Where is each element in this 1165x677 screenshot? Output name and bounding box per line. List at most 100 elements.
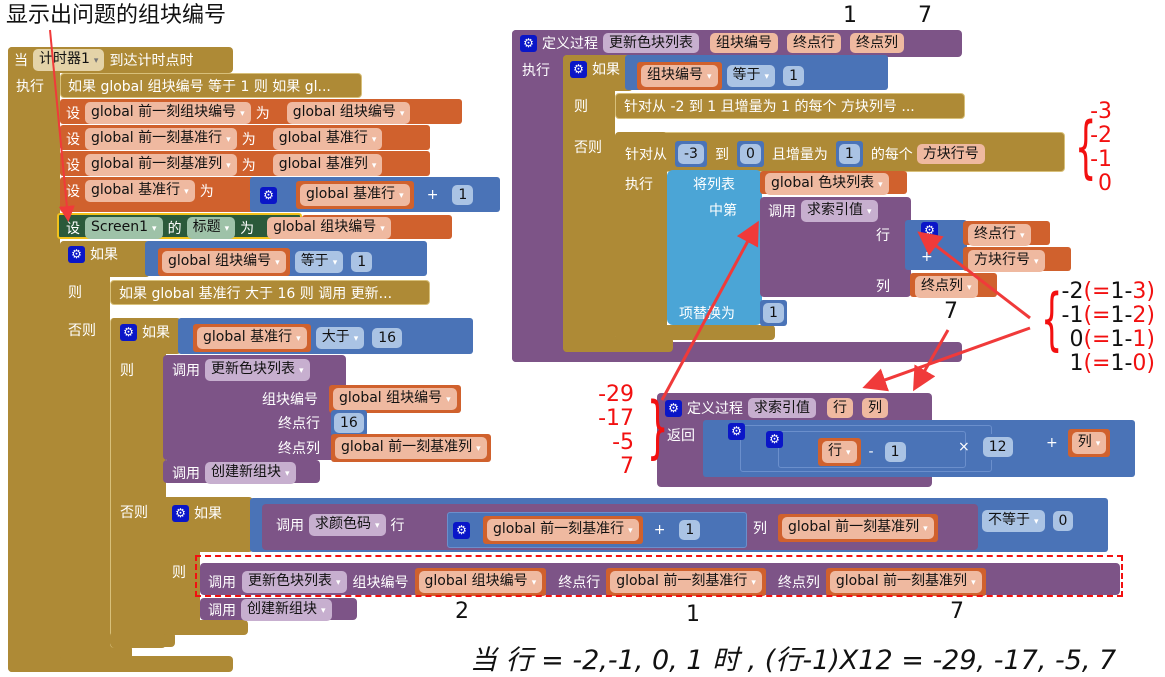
getter-block[interactable]: global 组块编号▾ xyxy=(418,571,543,593)
call-label: 调用 xyxy=(208,575,236,591)
to-label: 为 xyxy=(240,221,255,237)
getter-block[interactable]: 列▾ xyxy=(1071,432,1107,454)
compare-dropdown[interactable]: 大于▾ xyxy=(315,327,365,349)
number-block[interactable]: 0 xyxy=(739,144,761,164)
collapsed-for-block[interactable] xyxy=(615,93,965,119)
define-label: 定义过程 xyxy=(542,36,598,52)
loop-variable-chip[interactable]: 方块行号 xyxy=(916,144,985,164)
getter-block[interactable]: global 前一刻基准列▾ xyxy=(335,437,487,459)
getter-block[interactable]: global 基准行▾ xyxy=(272,128,383,150)
getter-pill[interactable]: 终点行▾ xyxy=(968,224,1031,246)
gear-icon[interactable]: ⚙ xyxy=(921,222,938,239)
procedure-dropdown[interactable]: 求索引值▾ xyxy=(801,200,878,222)
getter-block[interactable]: global 前一刻基准行▾ xyxy=(610,571,762,593)
if-block-body xyxy=(110,318,166,648)
number-block[interactable]: 1 xyxy=(679,520,701,540)
compare-dropdown[interactable]: 等于▾ xyxy=(726,65,776,87)
arg-label: 终点列 xyxy=(278,441,320,457)
gear-icon[interactable]: ⚙ xyxy=(665,399,682,417)
number-block[interactable]: 12 xyxy=(982,437,1013,457)
getter-pill[interactable]: 方块行号▾ xyxy=(968,250,1045,272)
gear-icon[interactable]: ⚙ xyxy=(570,60,587,78)
gear-icon[interactable]: ⚙ xyxy=(260,186,277,204)
brace-icon: { xyxy=(1040,280,1063,359)
gear-icon[interactable]: ⚙ xyxy=(120,323,137,341)
procedure-dropdown[interactable]: 求颜色码▾ xyxy=(309,514,386,536)
annotation-number: 7 xyxy=(918,3,932,28)
getter-pill[interactable]: global 组块编号▾ xyxy=(267,217,391,239)
else-label: 否则 xyxy=(68,323,96,339)
number-block[interactable]: 1 xyxy=(783,66,804,86)
number-block[interactable]: -3 xyxy=(678,144,704,164)
number-block[interactable]: 16 xyxy=(372,328,403,348)
param-chip[interactable]: 组块编号 xyxy=(710,33,778,53)
number-block[interactable]: 1 xyxy=(838,144,860,164)
brace-icon: { xyxy=(1074,108,1097,187)
compare-dropdown[interactable]: 不等于▾ xyxy=(982,510,1045,532)
procedure-dropdown[interactable]: 更新色块列表▾ xyxy=(242,571,347,593)
then-label: 则 xyxy=(172,565,186,581)
param-chip[interactable]: 终点列 xyxy=(850,33,904,53)
timer-dropdown[interactable]: 计时器1▾ xyxy=(33,49,105,71)
gear-icon[interactable]: ⚙ xyxy=(728,423,745,440)
gear-icon[interactable]: ⚙ xyxy=(172,504,189,522)
getter-block[interactable]: global 基准行▾ xyxy=(197,327,307,349)
procedure-dropdown[interactable]: 创建新组块▾ xyxy=(205,462,296,484)
param-chip[interactable]: 列 xyxy=(862,398,888,418)
gear-icon[interactable]: ⚙ xyxy=(520,34,537,52)
param-chip[interactable]: 行 xyxy=(827,398,853,418)
procedure-dropdown[interactable]: 更新色块列表▾ xyxy=(205,359,310,381)
procedure-name-field[interactable]: 更新色块列表 xyxy=(603,33,699,53)
plus-operator: + xyxy=(426,187,439,203)
number-block[interactable]: 1 xyxy=(452,185,474,205)
getter-block[interactable]: global 组块编号▾ xyxy=(286,102,411,124)
number-block[interactable]: 1 xyxy=(763,303,784,323)
collapsed-if-block[interactable] xyxy=(110,280,430,305)
to-label: 为 xyxy=(199,184,214,200)
math-subtract-block[interactable] xyxy=(778,431,966,468)
component-dropdown[interactable]: Screen1▾ xyxy=(85,217,163,239)
gear-icon[interactable]: ⚙ xyxy=(68,245,85,263)
compare-dropdown[interactable]: 等于▾ xyxy=(294,251,344,273)
do-label: 执行 xyxy=(522,63,550,79)
multiply-operator: × xyxy=(958,439,970,455)
property-dropdown[interactable]: 标题▾ xyxy=(186,217,236,239)
call-label: 调用 xyxy=(172,466,200,482)
to-label: 为 xyxy=(241,132,256,148)
collapsed-if-block[interactable] xyxy=(60,73,362,98)
getter-block[interactable]: 行▾ xyxy=(822,441,857,463)
getter-pill[interactable]: 终点列▾ xyxy=(915,276,978,298)
row-values-list: -2(=1-3) -1(=1-2) 0(=1-1) 1(=1-0) xyxy=(1061,279,1156,376)
plus-operator: + xyxy=(653,522,666,538)
call-label: 调用 xyxy=(276,518,304,534)
else-label: 否则 xyxy=(574,140,602,156)
param-chip[interactable]: 终点行 xyxy=(787,33,841,53)
number-block[interactable]: 1 xyxy=(884,442,906,462)
gear-icon[interactable]: ⚙ xyxy=(766,431,783,448)
number-block[interactable]: 16 xyxy=(334,413,364,433)
gear-icon[interactable]: ⚙ xyxy=(453,521,470,539)
getter-block[interactable]: global 组块编号▾ xyxy=(162,251,286,273)
brace-icon: { xyxy=(646,388,669,467)
getter-block[interactable]: global 前一刻基准列▾ xyxy=(782,517,934,539)
getter-pill[interactable]: global 色块列表▾ xyxy=(765,173,889,195)
getter-block[interactable]: 组块编号▾ xyxy=(641,65,718,87)
variable-dropdown[interactable]: global 前一刻基准列▾ xyxy=(85,154,237,176)
getter-block[interactable]: global 前一刻基准行▾ xyxy=(487,519,639,541)
variable-dropdown[interactable]: global 前一刻组块编号▾ xyxy=(85,102,251,124)
variable-dropdown[interactable]: global 前一刻基准行▾ xyxy=(85,128,237,150)
getter-block[interactable]: global 基准行▾ xyxy=(300,184,410,206)
each-label: 的每个 xyxy=(870,147,913,163)
for-range-bottom xyxy=(615,325,775,340)
procedure-dropdown[interactable]: 创建新组块▾ xyxy=(241,599,332,621)
variable-dropdown[interactable]: global 基准行▾ xyxy=(85,180,195,202)
getter-block[interactable]: global 基准列▾ xyxy=(272,154,383,176)
timer-event-body xyxy=(8,47,60,672)
getter-block[interactable]: global 前一刻基准列▾ xyxy=(829,571,982,593)
number-block[interactable]: 0 xyxy=(1052,511,1074,531)
minus-operator: - xyxy=(868,444,874,460)
getter-block[interactable]: global 组块编号▾ xyxy=(333,388,457,410)
number-block[interactable]: 1 xyxy=(351,252,373,272)
procedure-name-field[interactable]: 求索引值 xyxy=(748,398,816,418)
